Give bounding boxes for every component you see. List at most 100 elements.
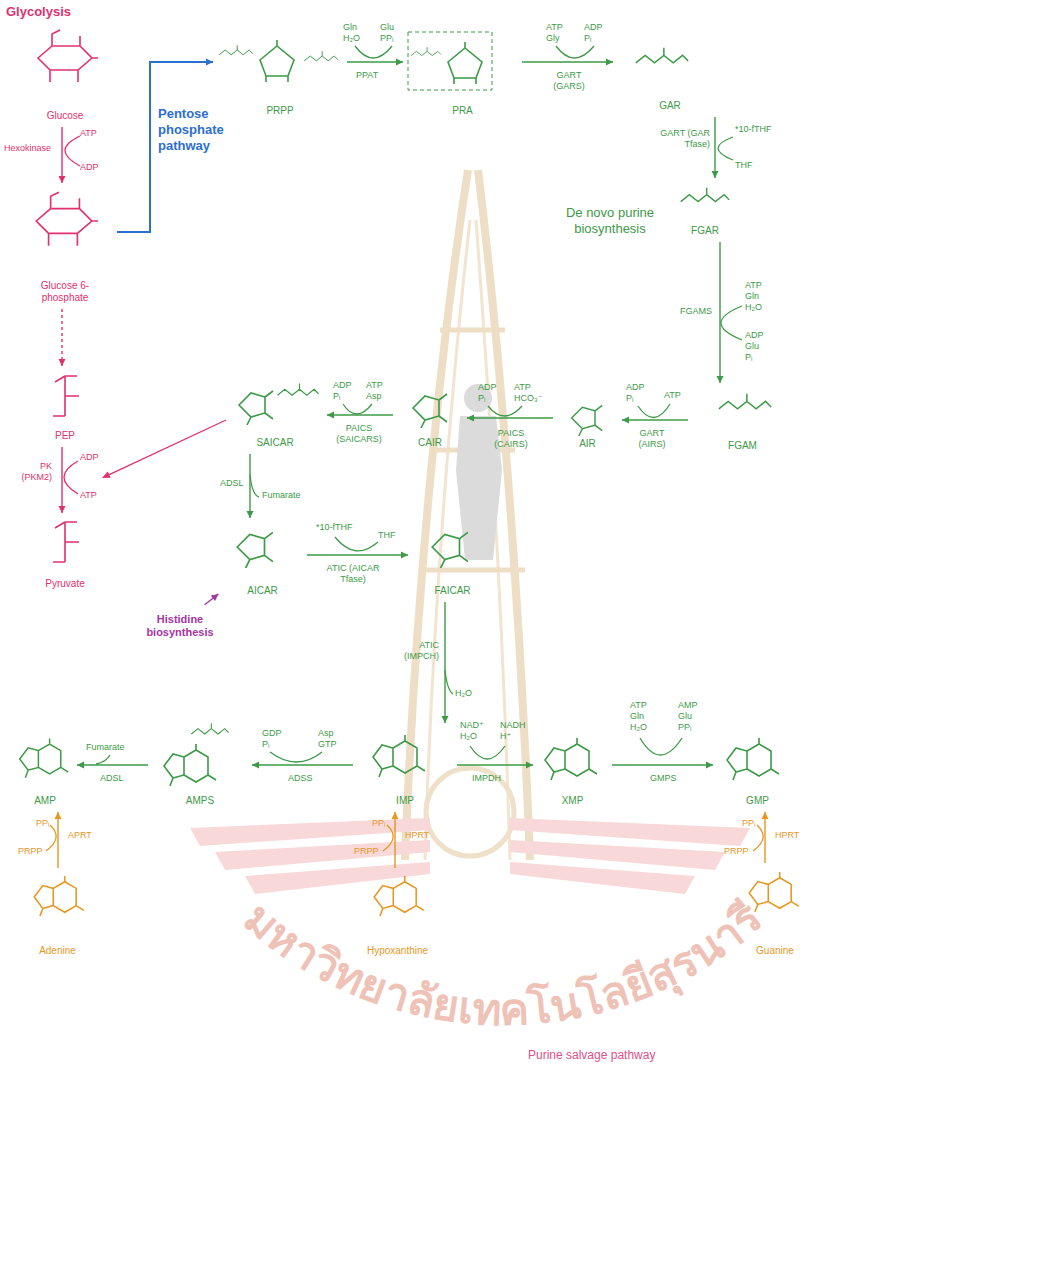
label-holder: AMP [15, 790, 75, 808]
cofactor-label: ATP Gln H₂O [745, 280, 767, 313]
watermark-emblem [190, 170, 750, 894]
compound-node: Guanine [735, 865, 815, 960]
arrow-head [606, 59, 613, 66]
enzyme-label: GMPS [650, 773, 677, 784]
emblem-arch [425, 220, 510, 860]
cofactor-label: ATP Asp [366, 380, 388, 402]
compound-node: XMP [535, 730, 610, 810]
compound-name: FGAM [728, 440, 757, 452]
label-holder: AMPS [150, 790, 250, 808]
amps-structure [164, 744, 216, 786]
enzyme-label: APRT [68, 830, 92, 841]
compound-name: CAIR [418, 437, 442, 449]
cofactor-label: Glu PPᵢ [380, 22, 402, 44]
reaction-arrow [252, 762, 353, 769]
arrow-head [77, 762, 84, 769]
label-holder: GMP [715, 790, 800, 808]
connector-line [61, 309, 62, 366]
reaction-arrow [307, 552, 408, 559]
cosubstrate-arc [250, 475, 259, 497]
compound-name: PEP [55, 430, 75, 442]
cosubstrate-arc [640, 738, 682, 755]
compound-name: Glucose [47, 110, 84, 122]
arrow-head [396, 59, 403, 66]
cofactor-label: ADP Pᵢ [478, 382, 500, 404]
emblem-stripe [190, 818, 430, 846]
compound-node: PRA [405, 20, 520, 120]
label-holder: CAIR [395, 432, 465, 450]
cofactor-label: PRPP [354, 846, 379, 857]
enzyme-label: PAICS (SAICARS) [328, 423, 390, 445]
compound-name: AMP [34, 795, 56, 807]
reaction-arrow [717, 242, 724, 383]
gmp-structure [727, 738, 779, 780]
compound-name: FGAR [691, 225, 719, 237]
compound-name: IMP [396, 795, 414, 807]
compound-name: PRPP [266, 105, 293, 117]
cofactor-label: Fumarate [262, 490, 301, 501]
reaction-arrow [77, 762, 148, 769]
connector-line [444, 602, 445, 723]
r5p-dashed-box [408, 32, 492, 90]
cosubstrate-arcs [46, 46, 763, 851]
pra-structure [448, 42, 482, 84]
enzyme-label: GART (AIRS) [628, 428, 676, 450]
cosubstrate-arc [46, 825, 56, 851]
arrow-head [762, 812, 769, 819]
watermark-text: มหาวิทยาลัยเทคโนโลยีสุรนารี [235, 892, 772, 1036]
compound-name: GMP [746, 795, 769, 807]
pathway-label: De novo purine biosynthesis [545, 205, 675, 237]
connector-line [77, 764, 148, 765]
arrow-head [526, 762, 533, 769]
connector-line [764, 812, 765, 863]
compound-node: FGAR [650, 180, 760, 240]
emblem-arch [405, 170, 530, 860]
succinyl-structure [191, 723, 228, 734]
cosubstrate-arc [343, 404, 372, 414]
pep-structure [53, 376, 79, 416]
label-holder: AIR [555, 433, 620, 451]
label-holder: Pyruvate [25, 573, 105, 591]
connector-line [61, 447, 62, 513]
connector-line [307, 554, 408, 555]
compound-name: Guanine [756, 945, 794, 957]
connector-line [57, 812, 58, 868]
cofactor-label: PPᵢ [36, 818, 49, 829]
cofactor-label: PPᵢ [742, 818, 755, 829]
cofactor-label: GDP Pᵢ [262, 728, 284, 750]
faicar-structure [432, 532, 468, 568]
guanine-structure [749, 872, 799, 912]
arrow-head [622, 417, 629, 424]
reaction-arrow [347, 59, 403, 66]
prpp-structure [260, 40, 294, 82]
compound-node: CAIR [395, 380, 465, 452]
enzyme-label: PK (PKM2) [14, 461, 52, 483]
hypoxanthine-structure [374, 876, 424, 916]
label-holder: PEP [30, 425, 100, 443]
connector-line [249, 454, 250, 518]
connector-line [205, 594, 219, 605]
cosubstrate-arc [335, 537, 378, 551]
label-holder: FGAR [650, 220, 760, 238]
reaction-arrow [467, 415, 553, 422]
compound-name: Glucose 6-phosphate [29, 280, 101, 304]
compound-name: SAICAR [256, 437, 293, 449]
label-holder: FAICAR [410, 580, 495, 598]
compound-name: FAICAR [434, 585, 470, 597]
enzyme-label: PAICS (CAIRS) [482, 428, 540, 450]
arrow-head [211, 594, 219, 601]
cosubstrate-arc [64, 461, 78, 494]
cofactor-label: ADP Pᵢ [626, 382, 648, 404]
cofactor-label: THF [378, 530, 396, 541]
compound-node: IMP [355, 725, 455, 810]
reaction-arrow [59, 309, 66, 366]
cosubstrate-arc [718, 137, 733, 160]
cosubstrate-arc [355, 46, 392, 58]
reaction-arrow [612, 762, 713, 769]
arrow-head [252, 762, 259, 769]
cofactor-label: NADH H⁺ [500, 720, 528, 742]
cosubstrate-arc [488, 406, 522, 416]
label-holder: AICAR [220, 580, 305, 598]
compound-node: AMPS [150, 720, 250, 810]
